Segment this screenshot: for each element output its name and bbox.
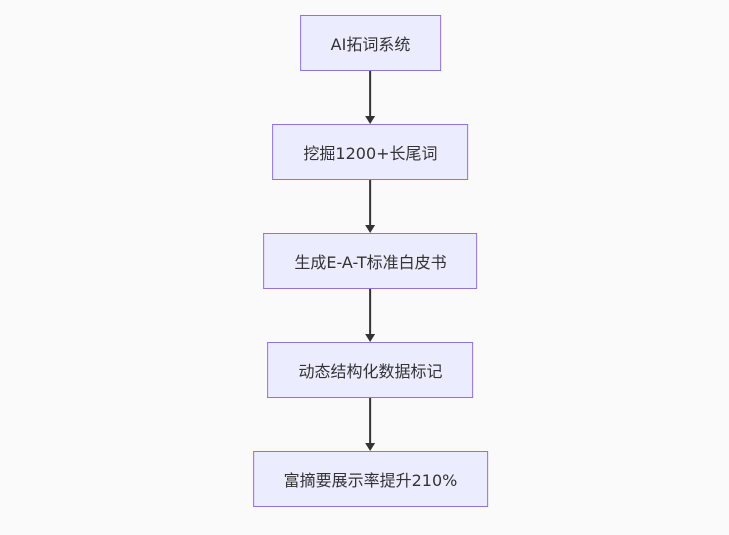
edge-line: [369, 398, 372, 443]
arrow-down-icon: [365, 225, 376, 233]
flow-edge-1: [365, 71, 376, 124]
flow-node-longtail-keyword-mining: 挖掘1200+长尾词: [272, 124, 469, 180]
flow-node-ai-word-expansion-system: AI拓词系统: [299, 15, 442, 71]
flow-edge-4: [365, 398, 376, 451]
flowchart: AI拓词系统 挖掘1200+长尾词 生成E-A-T标准白皮书 动态结构化数据标记…: [252, 15, 489, 507]
arrow-down-icon: [365, 116, 376, 124]
flow-node-structured-data-markup: 动态结构化数据标记: [267, 342, 474, 398]
flow-node-rich-snippet-rate: 富摘要展示率提升210%: [252, 451, 489, 507]
arrow-down-icon: [365, 443, 376, 451]
flow-node-eat-whitepaper: 生成E-A-T标准白皮书: [263, 233, 478, 289]
flow-edge-3: [365, 289, 376, 342]
arrow-down-icon: [365, 334, 376, 342]
edge-line: [369, 289, 372, 334]
flow-edge-2: [365, 180, 376, 233]
edge-line: [369, 71, 372, 116]
edge-line: [369, 180, 372, 225]
